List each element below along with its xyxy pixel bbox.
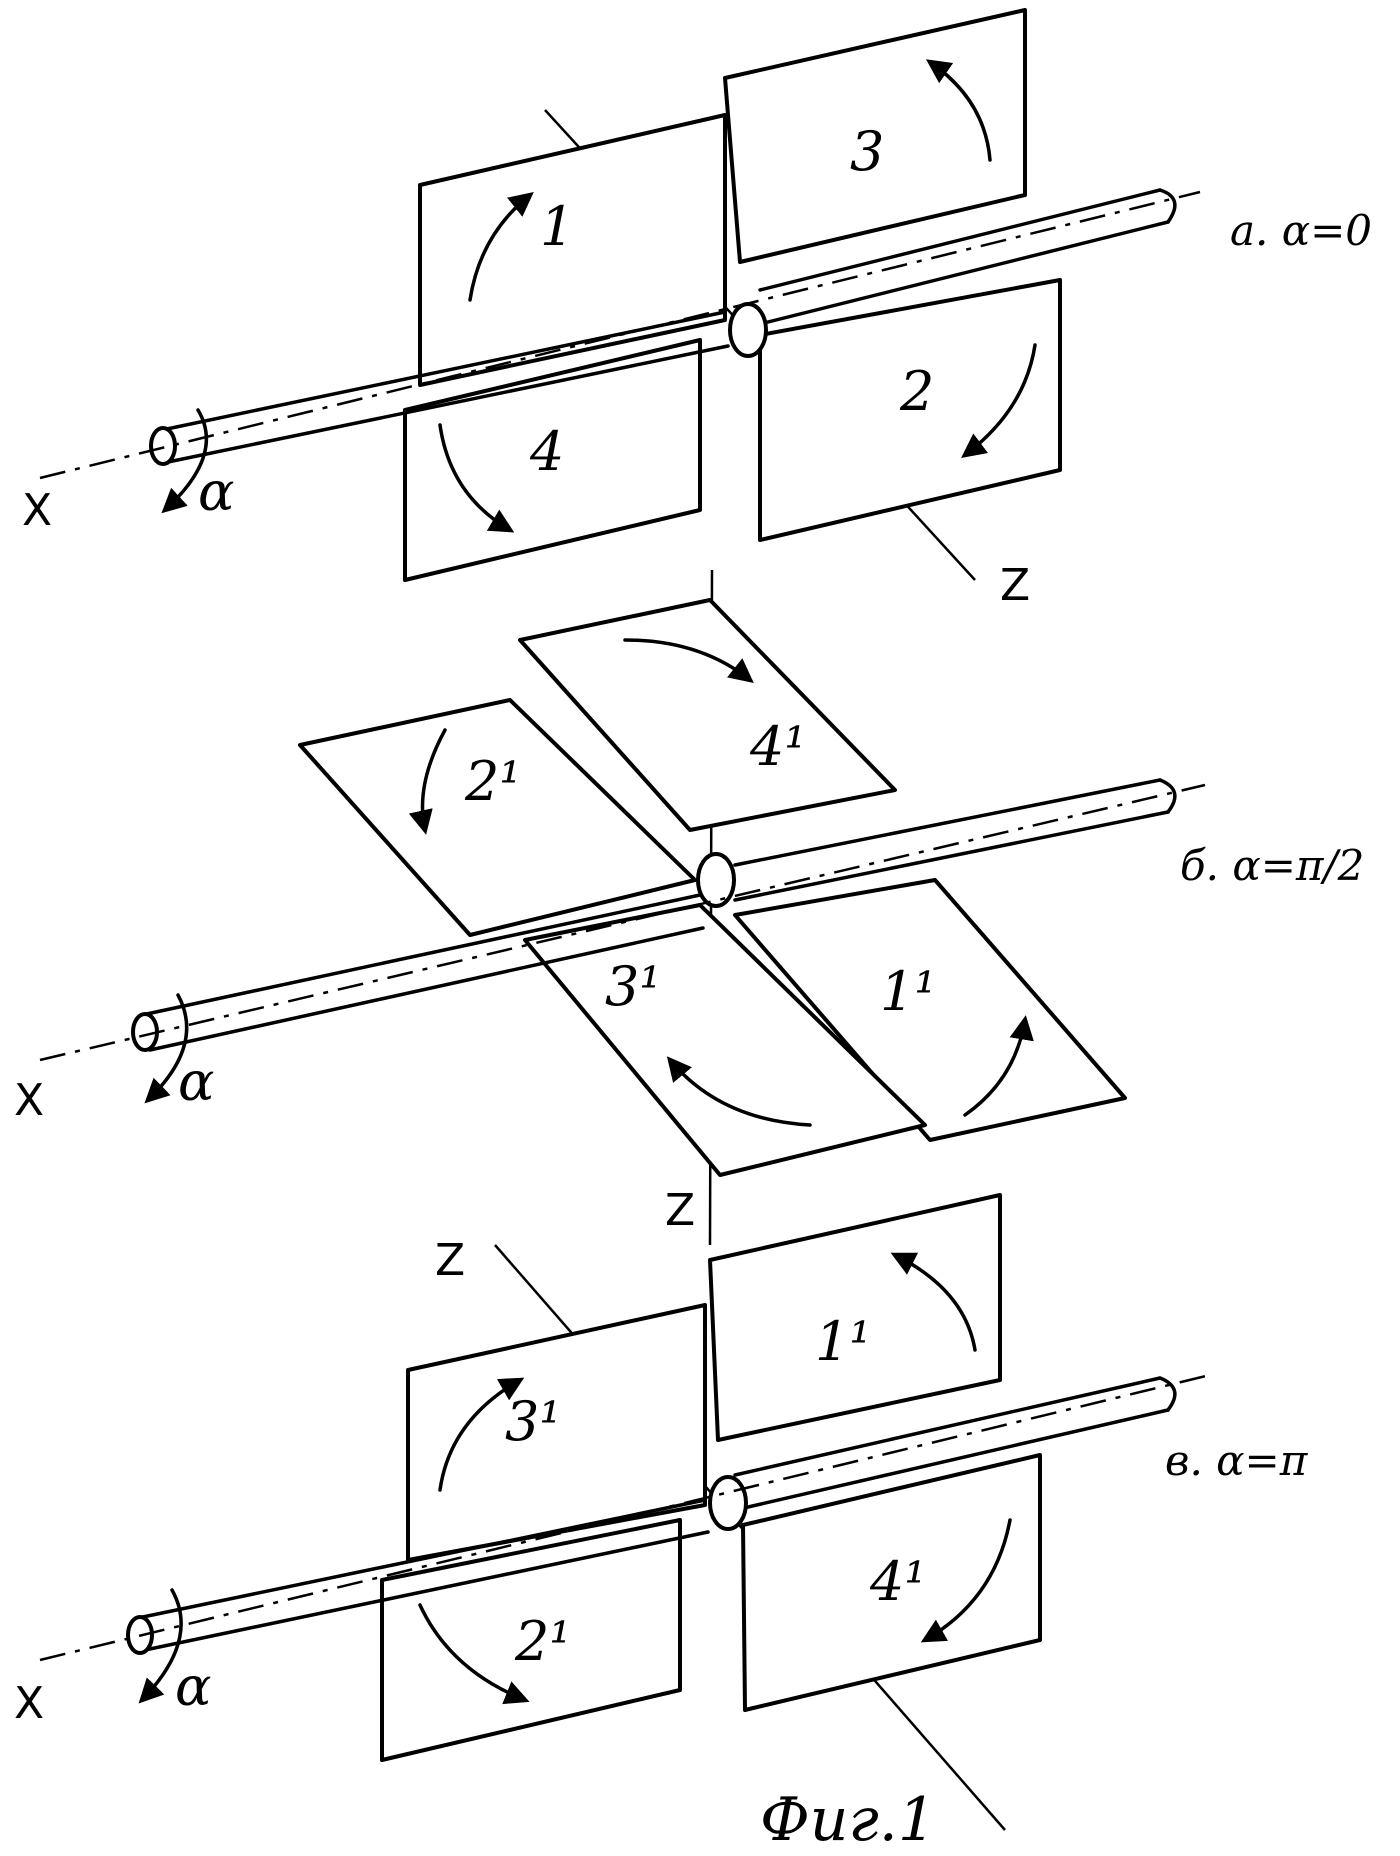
plate-label-3prime: 3¹ xyxy=(505,1390,561,1453)
panel-b-caption: б. α=π/2 xyxy=(1180,841,1364,890)
panel-c-caption: в. α=π xyxy=(1165,1436,1309,1485)
hub xyxy=(710,1477,746,1529)
plate-label-2: 2 xyxy=(899,360,934,423)
plate-label-3prime: 3¹ xyxy=(605,955,661,1018)
plate-label-1: 1 xyxy=(540,195,574,258)
plate-label-2prime: 2¹ xyxy=(514,1610,571,1673)
plate-label-1prime: 1¹ xyxy=(815,1310,871,1373)
plate-label-3: 3 xyxy=(850,120,884,183)
alpha-label: α xyxy=(178,1050,214,1113)
plate-label-1prime: 1¹ xyxy=(880,960,936,1023)
figure-caption: Фиг.1 xyxy=(760,1785,936,1855)
alpha-label: α xyxy=(175,1655,211,1718)
plate-label-4prime: 4¹ xyxy=(749,715,806,778)
axis-z-label: Z xyxy=(435,1235,465,1286)
axis-x-label: X xyxy=(14,1678,44,1729)
panel-b: 4¹ 2¹ 3¹ 1¹ X Z α б. α=π/2 xyxy=(14,570,1364,1245)
alpha-label: α xyxy=(198,460,234,523)
hub xyxy=(730,304,766,356)
panel-c: 1¹ 3¹ 4¹ 2¹ X Z α в. α=π xyxy=(14,1195,1309,1830)
plate-label-2prime: 2¹ xyxy=(464,750,521,813)
plate-label-4prime: 4¹ xyxy=(869,1550,926,1613)
axis-z-label: Z xyxy=(1000,560,1030,611)
panel-a-caption: а. α=0 xyxy=(1230,206,1372,255)
panel-a: 3 1 2 4 X Z α а. α=0 xyxy=(22,10,1372,611)
axis-z-label: Z xyxy=(665,1185,695,1236)
axis-x-label: X xyxy=(14,1075,44,1126)
axis-x-label: X xyxy=(22,485,52,536)
hub xyxy=(698,854,734,906)
plate-label-4: 4 xyxy=(529,420,564,483)
